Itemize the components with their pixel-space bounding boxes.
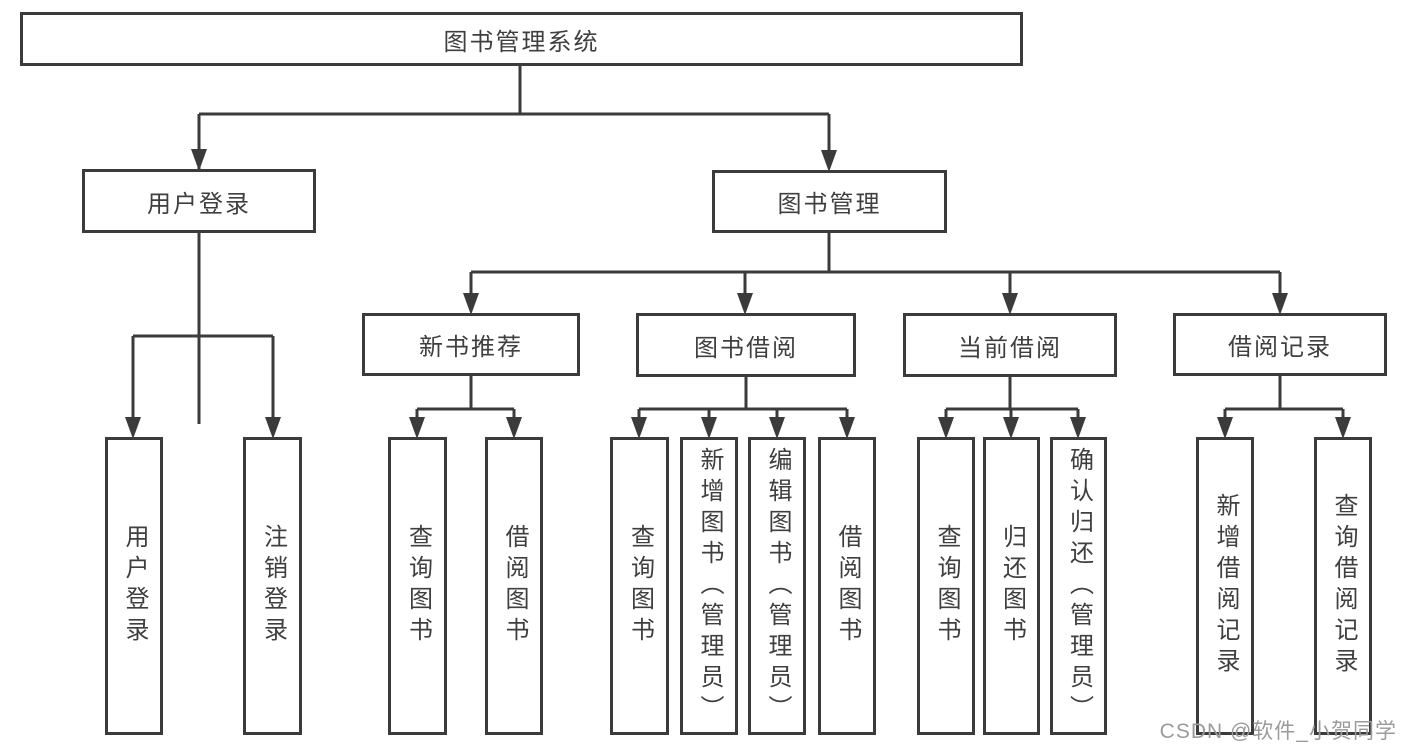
node-book-management-label: 图书管理	[777, 191, 882, 218]
node-leaf-logout: 注销登录	[243, 437, 302, 735]
connector-records-to-leaves	[1217, 376, 1351, 439]
node-nbr-borrow-books-label: 借阅图书	[501, 524, 528, 648]
node-book-borrowing-label: 图书借阅	[694, 334, 798, 362]
node-br-add-record: 新增借阅记录	[1196, 437, 1254, 735]
node-br-query-record: 查询借阅记录	[1314, 437, 1372, 735]
node-borrowing-records: 借阅记录	[1173, 313, 1387, 376]
connector-bookmgmt-to-level3	[463, 233, 1288, 315]
node-user-login-label: 用户登录	[147, 190, 251, 218]
connector-current-to-leaves	[938, 377, 1086, 439]
node-cb-query-books: 查询图书	[917, 437, 975, 735]
node-bb-edit-books-admin-label: 编辑图书（管理员）	[764, 446, 791, 726]
node-new-book-recommend-label: 新书推荐	[419, 334, 523, 361]
node-bb-add-books-admin-label: 新增图书（管理员）	[696, 446, 723, 726]
node-cb-return-books: 归还图书	[983, 437, 1040, 735]
node-bb-query-books-label: 查询图书	[626, 524, 654, 648]
node-br-add-record-label: 新增借阅记录	[1212, 493, 1239, 679]
node-book-management: 图书管理	[712, 170, 947, 233]
node-bb-add-books-admin: 新增图书（管理员）	[680, 437, 738, 735]
node-cb-query-books-label: 查询图书	[933, 524, 960, 648]
connector-userlogin-to-leaves	[125, 233, 281, 439]
csdn-watermark: CSDN @软件_小贺同学	[1159, 720, 1397, 743]
connector-borrowing-to-leaves	[631, 377, 855, 439]
node-bb-borrow-books: 借阅图书	[818, 437, 876, 735]
node-cb-confirm-return-admin: 确认归还（管理员）	[1050, 437, 1107, 735]
connector-root-to-level2	[191, 66, 837, 424]
node-leaf-logout-label: 注销登录	[259, 524, 287, 648]
node-new-book-recommend: 新书推荐	[362, 313, 580, 376]
node-book-borrowing: 图书借阅	[636, 313, 856, 377]
node-bb-borrow-books-label: 借阅图书	[834, 524, 861, 648]
node-nbr-query-books: 查询图书	[388, 437, 447, 735]
node-cb-return-books-label: 归还图书	[998, 524, 1026, 648]
node-root-label: 图书管理系统	[443, 28, 600, 56]
node-borrowing-records-label: 借阅记录	[1228, 334, 1332, 361]
node-user-login: 用户登录	[82, 169, 316, 233]
node-leaf-user-login: 用户登录	[105, 437, 163, 735]
node-nbr-query-books-label: 查询图书	[404, 524, 432, 648]
node-current-borrowing: 当前借阅	[903, 313, 1117, 377]
node-leaf-user-login-label: 用户登录	[121, 524, 148, 648]
connector-newbook-to-leaves	[409, 376, 522, 439]
node-bb-edit-books-admin: 编辑图书（管理员）	[748, 437, 806, 735]
node-br-query-record-label: 查询借阅记录	[1330, 493, 1357, 679]
node-current-borrowing-label: 当前借阅	[958, 334, 1062, 362]
node-nbr-borrow-books: 借阅图书	[485, 437, 543, 735]
node-bb-query-books: 查询图书	[610, 437, 669, 735]
node-root: 图书管理系统	[20, 12, 1023, 66]
node-cb-confirm-return-admin-label: 确认归还（管理员）	[1065, 446, 1093, 726]
